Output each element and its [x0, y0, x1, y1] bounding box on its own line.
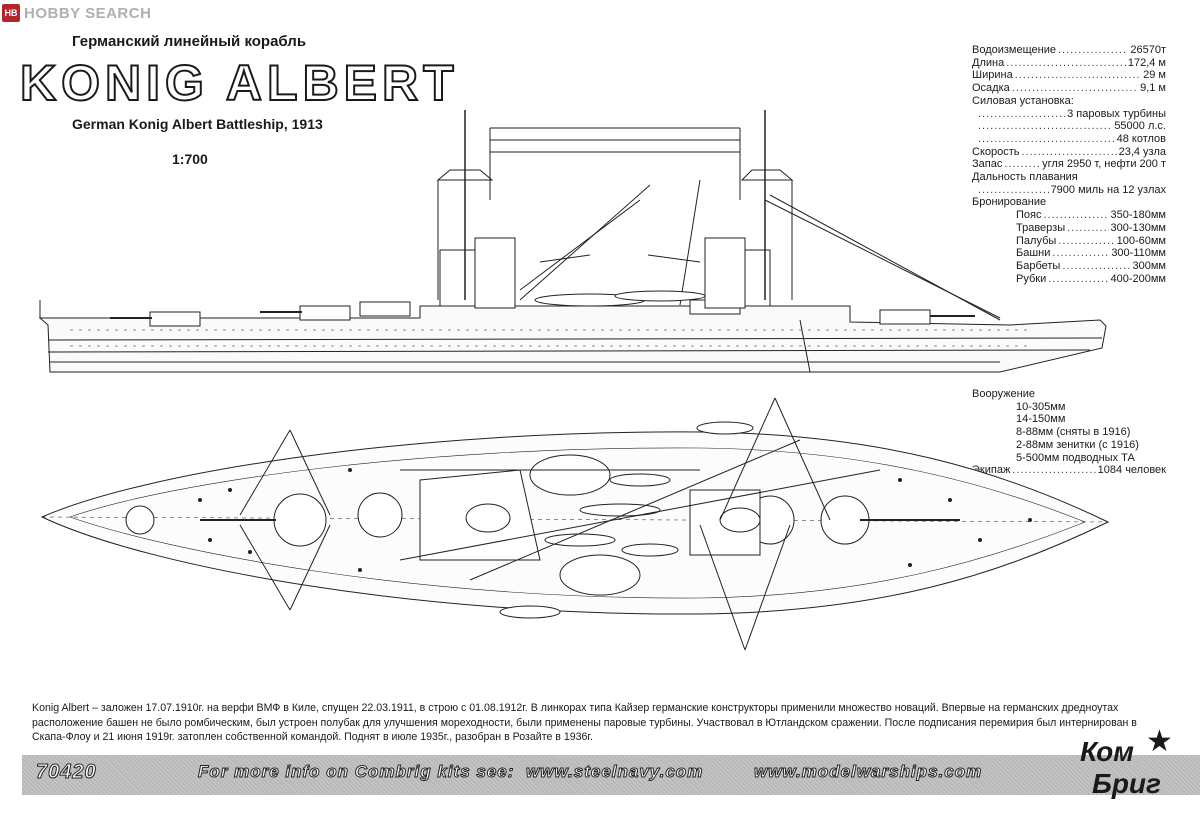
- title-russian: Германский линейный корабль: [72, 33, 307, 50]
- steelnavy-link[interactable]: www.steelnavy.com: [525, 762, 704, 782]
- spec-label: Дальность плавания: [972, 171, 1078, 184]
- armament-item: 10-305мм: [1016, 400, 1066, 413]
- spec-value: 55000 л.с.: [1114, 120, 1166, 133]
- top-plan-drawing: [40, 397, 1110, 651]
- spec-value: угля 2950 т, нефти 200 т: [1042, 158, 1166, 171]
- spec-label: Силовая установка:: [972, 94, 1074, 107]
- spec-value: 7900 миль на 12 узлах: [1050, 183, 1166, 196]
- spec-label: Пояс: [1016, 209, 1042, 222]
- armament-item: 8-88мм (сняты в 1916): [1016, 426, 1131, 439]
- spec-value: 26570т: [1130, 44, 1166, 56]
- spec-value: 48 котлов: [1116, 132, 1166, 145]
- spec-label: Бронирование: [972, 196, 1047, 209]
- spec-label: Палубы: [1016, 234, 1057, 247]
- hobby-search-watermark: HB HOBBY SEARCH: [2, 3, 151, 23]
- spec-row: 55000 л.с.: [972, 120, 1166, 133]
- spec-value: 172,4 м: [1127, 56, 1166, 69]
- spec-row: Скорость 23,4 узла: [972, 146, 1166, 159]
- armament-item: 14-150мм: [1016, 413, 1066, 426]
- spec-row: 3 паровых турбины: [972, 108, 1166, 121]
- side-profile-drawing: [38, 110, 1107, 373]
- ship-name-title: KONIG ALBERT: [19, 55, 459, 111]
- spec-row: Барбеты 300мм: [972, 260, 1166, 273]
- spec-value: 350-180мм: [1110, 209, 1167, 222]
- spec-row: Запас угля 2950 т, нефти 200 т: [972, 158, 1166, 171]
- spec-row: Бронирование: [972, 196, 1166, 209]
- spec-label: Траверзы: [1016, 221, 1066, 234]
- spec-label: Осадка: [972, 82, 1010, 95]
- footer-info-text: For more info on Combrig kits see:: [197, 762, 515, 782]
- spec-label: Скорость: [972, 145, 1020, 158]
- spec-value: 100-60мм: [1116, 234, 1166, 247]
- spec-row: Осадка 9,1 м: [972, 82, 1166, 95]
- spec-value: 400-200мм: [1110, 272, 1167, 285]
- logo-line1: Ком: [1080, 736, 1134, 767]
- spec-row: 7900 миль на 12 узлах: [972, 184, 1166, 197]
- spec-label: Башни: [1016, 247, 1051, 260]
- spec-row: Рубки 400-200мм: [972, 273, 1166, 286]
- spec-label: Запас: [972, 158, 1003, 171]
- spec-row: Дальность плавания: [972, 171, 1166, 184]
- hobby-search-logo-icon: HB: [2, 4, 20, 22]
- scale-label: 1:700: [172, 151, 208, 167]
- spec-label: Длина: [972, 56, 1005, 69]
- watermark-text: HOBBY SEARCH: [24, 4, 152, 22]
- spec-row: 48 котлов: [972, 133, 1166, 146]
- spec-label: Рубки: [1016, 272, 1047, 285]
- spec-row: Силовая установка:: [972, 95, 1166, 108]
- spec-row: Траверзы 300-130мм: [972, 222, 1166, 235]
- combrig-logo: ★ Ком Бриг: [1078, 724, 1188, 816]
- spec-label: Ширина: [972, 69, 1013, 82]
- spec-value: 9,1 м: [1140, 82, 1166, 95]
- spec-label: Водоизмещение: [972, 44, 1056, 56]
- spec-row: Пояс 350-180мм: [972, 209, 1166, 222]
- spec-value: 23,4 узла: [1118, 145, 1166, 158]
- logo-line2: Бриг: [1092, 768, 1161, 799]
- armament-item: 5-500мм подводных ТА: [1016, 451, 1135, 464]
- spec-value: 29 м: [1143, 69, 1166, 82]
- spec-row: Длина 172,4 м: [972, 57, 1166, 70]
- spec-row: Водоизмещение 26570т: [972, 44, 1166, 57]
- title-english: German Konig Albert Battleship, 1913: [72, 116, 323, 132]
- spec-row: Палубы 100-60мм: [972, 235, 1166, 248]
- spec-label: Барбеты: [1016, 259, 1061, 272]
- spec-value: 300мм: [1132, 259, 1166, 272]
- spec-row: Ширина 29 м: [972, 69, 1166, 82]
- spec-value: 300-130мм: [1110, 221, 1167, 234]
- spec-row: Башни 300-110мм: [972, 247, 1166, 260]
- modelwarships-link[interactable]: www.modelwarships.com: [753, 762, 983, 782]
- spec-value: 3 паровых турбины: [1067, 107, 1166, 120]
- armament-item: 2-88мм зенитки (с 1916): [1016, 438, 1139, 451]
- armament-heading: Вооружение: [972, 388, 1036, 400]
- crew-value: 1084 человек: [1097, 464, 1166, 477]
- star-icon: ★: [1146, 725, 1173, 758]
- kit-number: 70420: [36, 761, 97, 784]
- ship-history-text: Konig Albert – заложен 17.07.1910г. на в…: [32, 702, 1137, 743]
- ship-drawings: [38, 110, 1110, 651]
- footer-bar: 70420 For more info on Combrig kits see:…: [22, 755, 1200, 795]
- spec-value: 300-110мм: [1111, 247, 1166, 260]
